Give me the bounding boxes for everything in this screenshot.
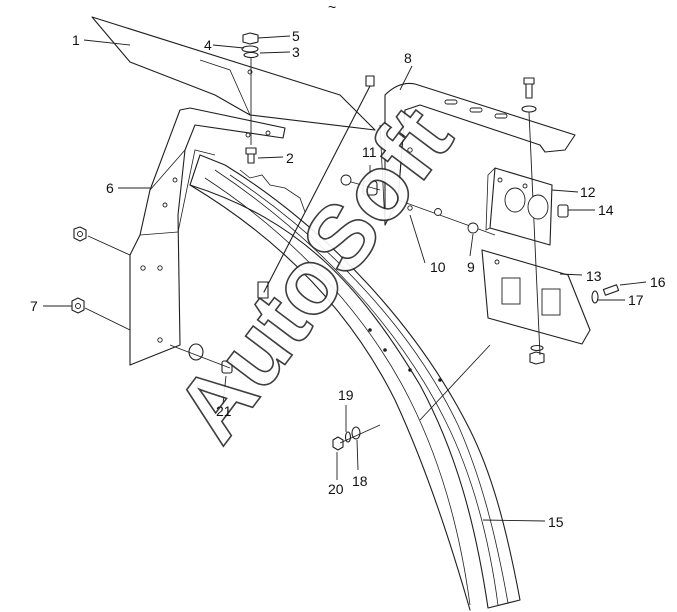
bracket-part-6 [129,107,286,366]
callout-5: 5 [292,28,300,44]
stray-mark: ~ [328,0,336,15]
fastener-part-9 [467,222,479,234]
callout-20: 20 [328,481,344,497]
long-bolt [257,75,375,299]
callout-16: 16 [650,274,666,290]
callout-19: 19 [338,387,354,403]
bolt-part-14 [557,204,569,218]
leader-lines [43,35,647,522]
nut-part-5 [242,32,259,45]
callout-2: 2 [286,150,294,166]
callout-7: 7 [30,298,38,314]
nut-below-part-13 [529,344,545,365]
callout-4: 4 [204,37,212,53]
bolt-part-16 [602,284,620,296]
callout-13: 13 [586,268,602,284]
plate-part-13 [481,249,591,345]
callout-17: 17 [628,292,644,308]
watermark-autosoft: AutoSoft [157,89,472,461]
fender-holes [368,328,442,382]
fastener-part-10 [434,208,442,216]
washer-part-4 [241,45,259,53]
bracket-part-12 [485,167,553,246]
fastener-part-20 [332,436,344,451]
plate-part-1 [91,16,376,131]
bolt-part-2 [245,147,257,164]
callout-6: 6 [106,180,114,196]
callout-3: 3 [292,44,300,60]
bolt-part-8-top [521,77,537,113]
callout-12: 12 [580,184,596,200]
callout-21: 21 [216,403,232,419]
callout-9: 9 [467,259,475,275]
nut-part-7-lower [71,297,85,314]
callout-15: 15 [548,514,564,530]
fastener-part-19 [344,431,352,443]
callout-18: 18 [352,473,368,489]
callout-11: 11 [362,144,377,160]
callout-8: 8 [404,50,412,66]
callout-14: 14 [598,202,614,218]
callout-10: 10 [430,259,446,275]
nut-part-7-upper [73,226,87,242]
washer-part-17 [591,290,599,304]
callout-labels: 1 2 3 4 5 6 7 8 9 10 11 12 13 14 15 16 1… [30,28,666,530]
callout-1: 1 [72,32,80,48]
fastener-part-18 [351,426,361,440]
bracket-part-8 [379,82,576,236]
washer-part-3 [243,51,259,59]
